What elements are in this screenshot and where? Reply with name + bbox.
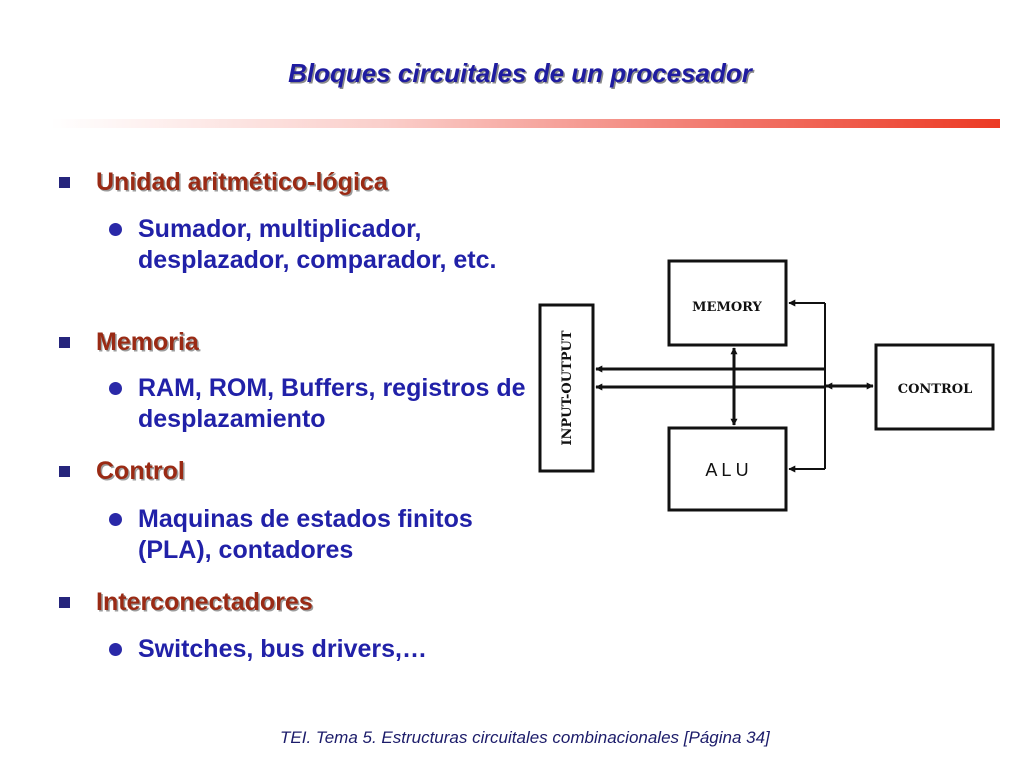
bullet-item-alu: Sumador, multiplicador, desplazador, com… (138, 215, 497, 274)
control-block (874, 343, 995, 431)
alu-label: A L U (705, 460, 748, 480)
bullet-heading-control: Control (96, 457, 185, 485)
memory-label: MEMORY (692, 300, 762, 315)
square-bullet-icon (59, 597, 70, 608)
slide-footer: TEI. Tema 5. Estructuras circuitales com… (280, 728, 770, 747)
title-divider (50, 119, 1000, 128)
bullet-item-interconectadores: Switches, bus drivers,… (138, 635, 427, 663)
bullet-item-memoria: RAM, ROM, Buffers, registros de desplaza… (138, 374, 526, 433)
square-bullet-icon (59, 466, 70, 477)
io-label: INPUT-OUTPUT (560, 330, 575, 445)
bullet-heading-memoria: Memoria (96, 328, 199, 356)
bullet-heading-alu: Unidad aritmético-lógica (96, 168, 388, 196)
io-block (538, 303, 595, 473)
round-bullet-icon (109, 643, 122, 656)
bullet-heading-interconectadores: Interconectadores (96, 588, 313, 616)
control-label: CONTROL (898, 382, 973, 397)
memory-block (667, 259, 788, 347)
square-bullet-icon (59, 337, 70, 348)
alu-block (667, 426, 788, 512)
square-bullet-icon (59, 177, 70, 188)
round-bullet-icon (109, 382, 122, 395)
round-bullet-icon (109, 223, 122, 236)
bullet-item-control: Maquinas de estados finitos (PLA), conta… (138, 505, 473, 564)
slide-title: Bloques circuitales de un procesador (288, 58, 752, 88)
round-bullet-icon (109, 513, 122, 526)
